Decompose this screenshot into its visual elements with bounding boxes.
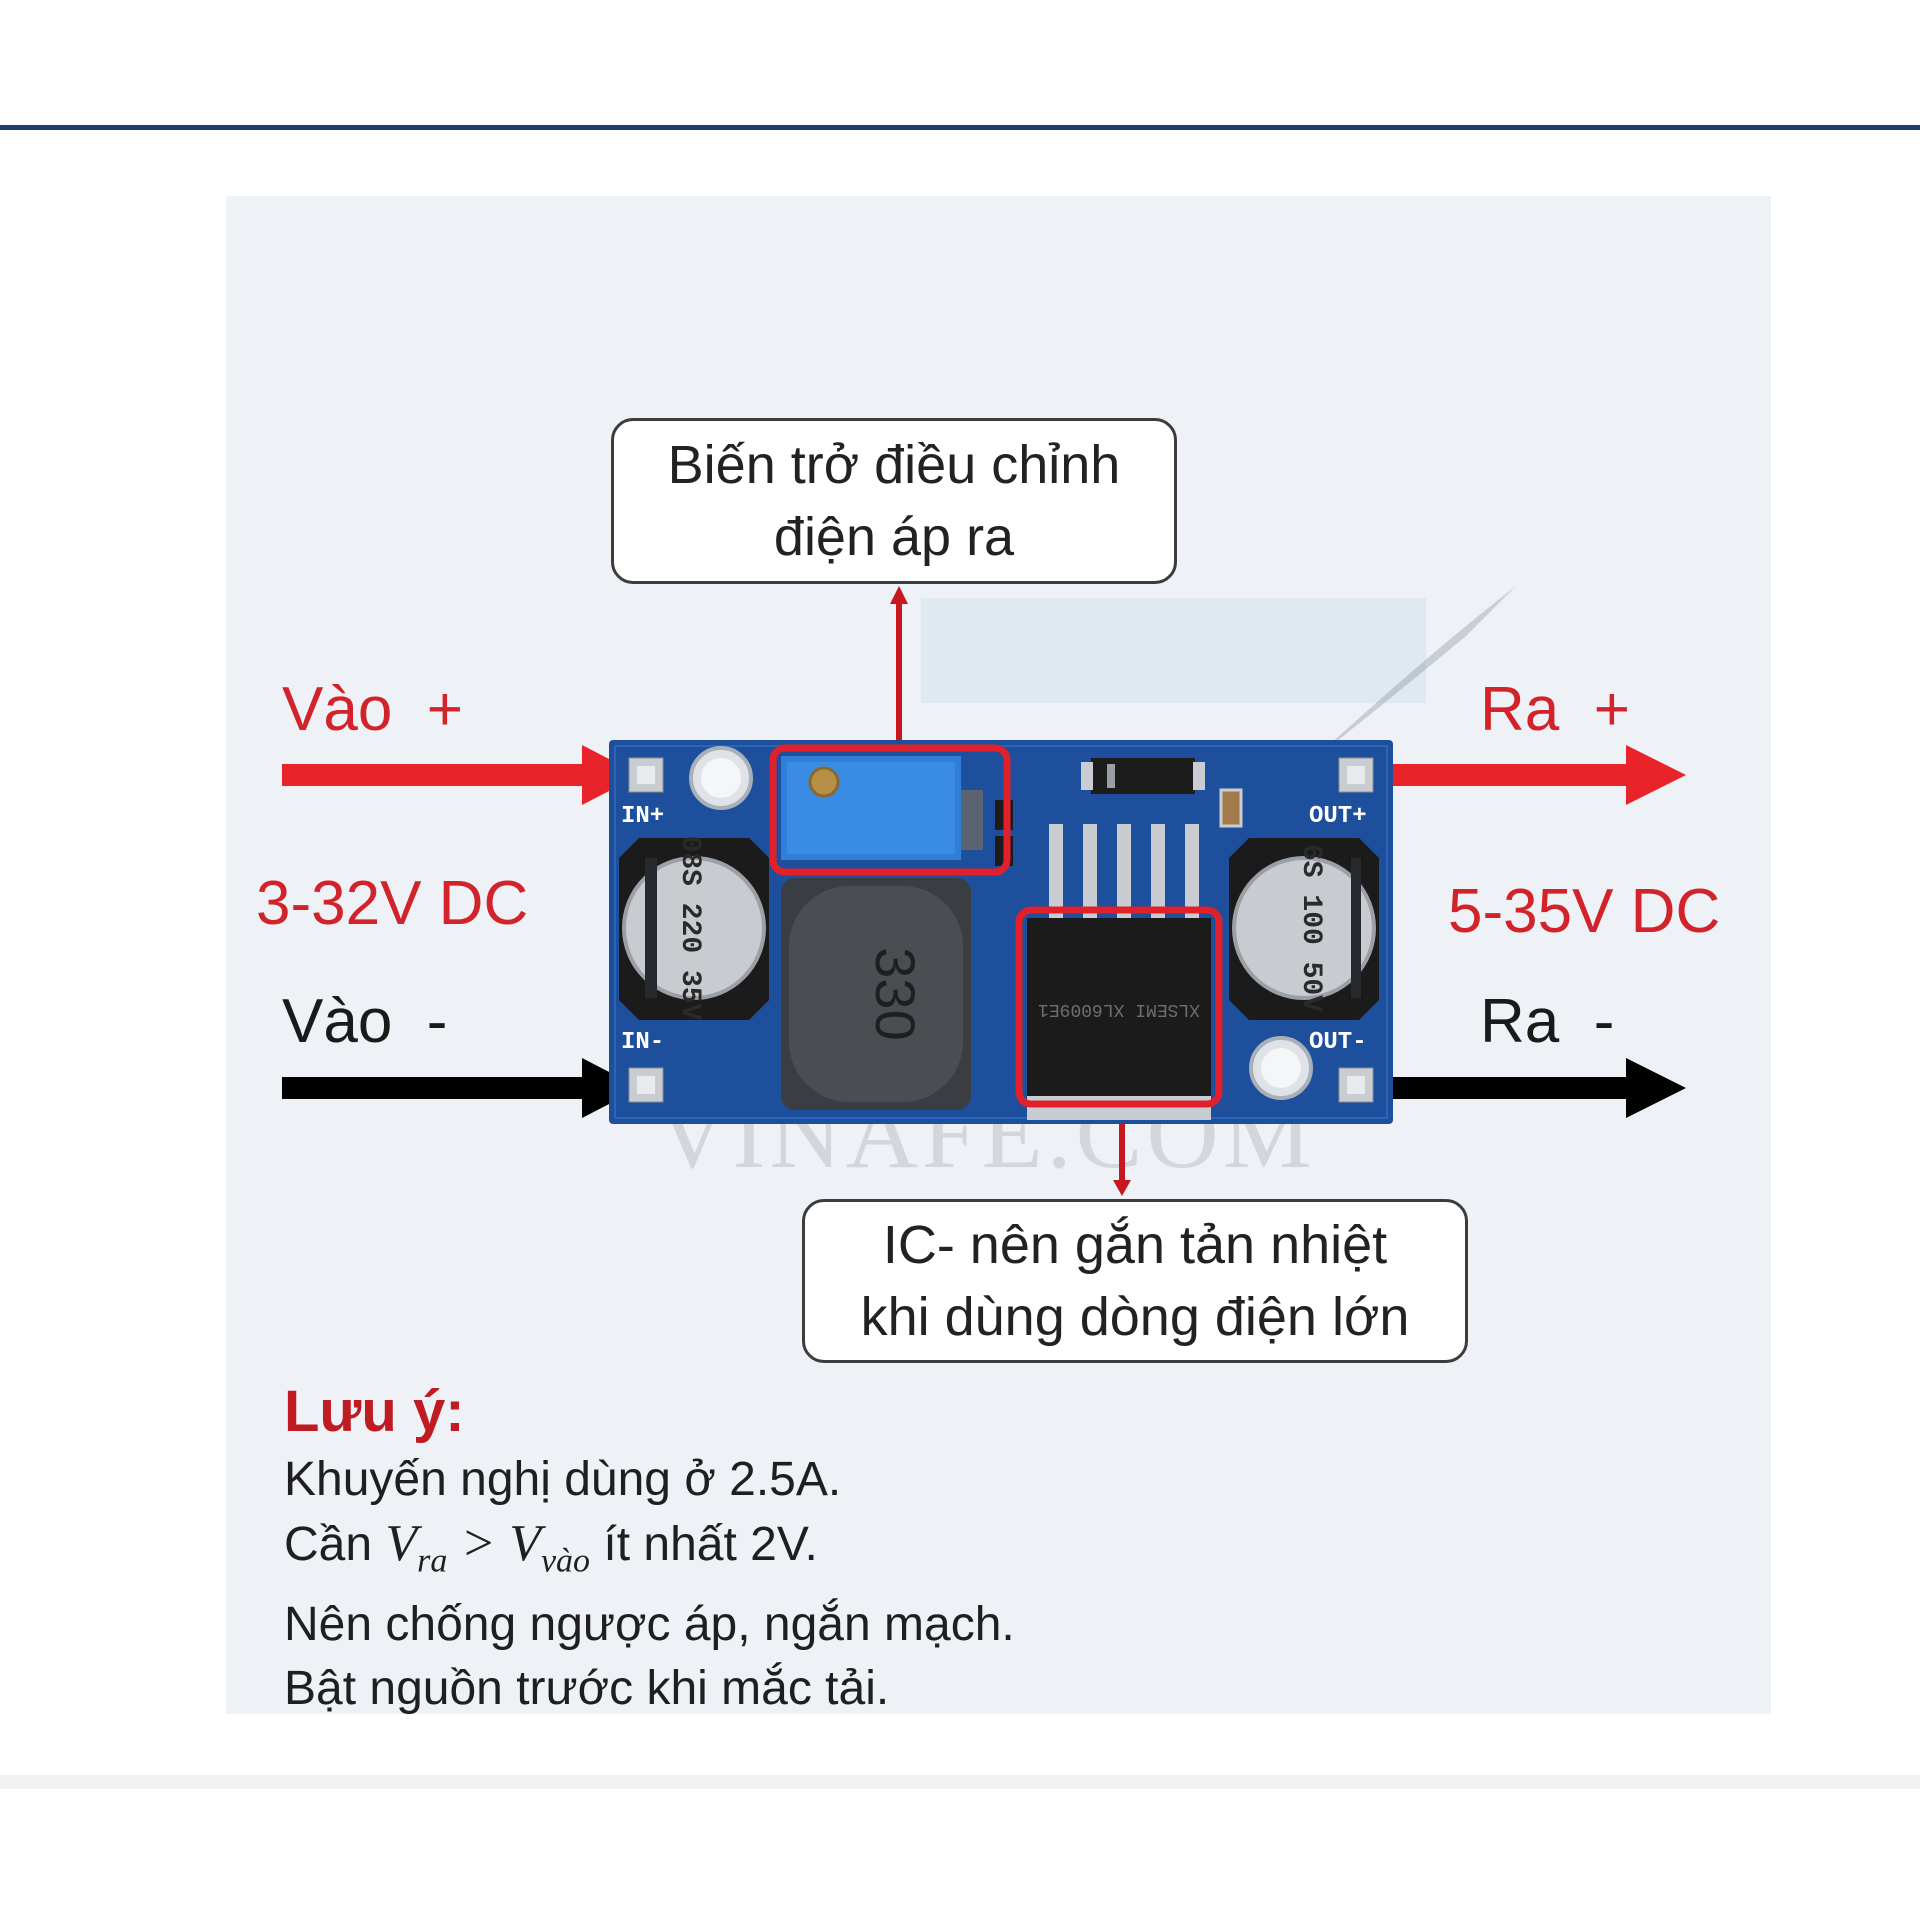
notes-title: Lưu ý:: [284, 1379, 465, 1444]
math-v-vao: Vvào: [509, 1515, 591, 1580]
pot-callout-line2: điện áp ra: [773, 507, 1015, 567]
diode: [1081, 758, 1205, 794]
diagram-panel: VINAFE.COM: [226, 196, 1771, 1714]
svg-text:OUT+: OUT+: [1309, 803, 1367, 830]
watermark-background: [921, 598, 1426, 703]
output-capacitor: 6S 100 50V: [1229, 838, 1379, 1020]
label-out-minus: Ra -: [1480, 987, 1615, 1056]
pot-callout: Biến trở điều chỉnh điện áp ra: [611, 418, 1177, 584]
ic-highlight: [1015, 906, 1223, 1108]
potentiometer: [781, 756, 983, 860]
pointer-ic: [1113, 1084, 1131, 1196]
svg-text:08S 220 35V: 08S 220 35V: [674, 836, 705, 1021]
svg-text:IN+: IN+: [621, 803, 664, 830]
ic-callout-line1: IC- nên gắn tản nhiệt: [882, 1215, 1388, 1275]
label-out-range: 5-35V DC: [1448, 877, 1721, 946]
arrow-in-plus: [282, 745, 640, 805]
label-in-range: 3-32V DC: [256, 869, 529, 938]
label-in-minus: Vào -: [282, 987, 448, 1056]
notes-line-2: Cần Vra > Vvào ít nhất 2V.: [284, 1515, 818, 1580]
inductor: 330: [781, 878, 971, 1110]
label-in-plus: Vào +: [282, 675, 463, 744]
notes-block: Lưu ý: Khuyến nghị dùng ở 2.5A. Cần Vra …: [284, 1376, 1015, 1714]
svg-text:330: 330: [864, 947, 927, 1040]
watermark-swoosh-icon: [1306, 586, 1516, 766]
ic-chip: XLSEMI XL6009E1: [1027, 918, 1211, 1120]
ic-pins: [1049, 824, 1199, 920]
notes-line-4: Bật nguồn trước khi mắc tải.: [284, 1662, 890, 1714]
bottom-band: [0, 1775, 1920, 1789]
arrows-layer: [282, 586, 1686, 1196]
pot-callout-line1: Biến trở điều chỉnh: [667, 435, 1121, 495]
pcb-board: IN+ IN- OUT+ OUT- 08S 220 35V 330: [609, 740, 1393, 1124]
arrow-in-minus: [282, 1058, 640, 1118]
top-rule: [0, 125, 1920, 130]
label-out-plus: Ra +: [1480, 675, 1630, 744]
input-capacitor: 08S 220 35V: [619, 836, 769, 1021]
pot-highlight: [769, 744, 1011, 876]
svg-text:6S 100 50V: 6S 100 50V: [1295, 844, 1326, 1012]
notes-line-3: Nên chống ngược áp, ngắn mạch.: [284, 1598, 1015, 1652]
svg-text:XLSEMI XL6009E1: XLSEMI XL6009E1: [1038, 999, 1200, 1019]
notes-line-1: Khuyến nghị dùng ở 2.5A.: [284, 1453, 842, 1506]
pointer-pot: [890, 586, 908, 762]
arrow-out-minus: [1363, 1058, 1686, 1118]
ic-callout: IC- nên gắn tản nhiệt khi dùng dòng điện…: [802, 1199, 1468, 1363]
math-v-ra: Vra: [385, 1515, 448, 1580]
arrow-out-plus: [1363, 745, 1686, 805]
svg-text:IN-: IN-: [621, 1029, 664, 1056]
ic-callout-line2: khi dùng dòng điện lớn: [860, 1287, 1410, 1347]
svg-text:OUT-: OUT-: [1309, 1029, 1367, 1056]
